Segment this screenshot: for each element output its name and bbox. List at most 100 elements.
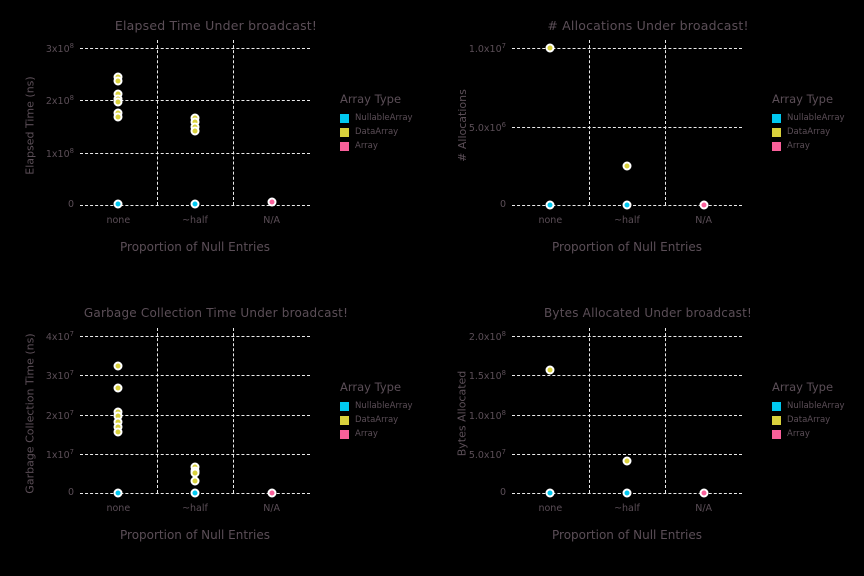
y-tick-label: 3x108 [45,42,74,56]
legend-item-label: Array [787,429,810,439]
legend-swatch-icon [340,429,349,439]
legend-swatch-icon [340,415,349,425]
data-point [113,76,123,86]
legend-item[interactable]: DataArray [772,415,845,425]
gridline-horizontal [80,375,310,377]
data-point [113,199,123,209]
legend-swatch-icon [340,401,349,411]
legend-swatch-icon [772,127,781,137]
legend-item[interactable]: Array [772,141,845,151]
data-point [545,43,555,53]
legend-item[interactable]: Array [340,141,413,151]
panel-num-allocations: # Allocations Under broadcast!# Allocati… [432,0,864,288]
data-point [267,197,277,207]
y-tick-label: 4x107 [45,330,74,344]
legend-item[interactable]: DataArray [340,127,413,137]
data-point [545,365,555,375]
data-point [113,383,123,393]
legend-item-label: Array [355,141,378,151]
panel-divider [588,40,590,205]
data-point [267,488,277,498]
data-point [190,476,200,486]
data-point [190,488,200,498]
panel-divider [233,328,235,493]
panel-elapsed-time: Elapsed Time Under broadcast!Elapsed Tim… [0,0,432,288]
chart-title: Garbage Collection Time Under broadcast! [83,306,349,320]
legend-title: Array Type [340,92,402,106]
panel-divider [665,40,667,205]
legend-item-label: DataArray [355,415,399,425]
x-tick-label: none [106,503,131,514]
gridline-horizontal [512,453,742,455]
chart-title: # Allocations Under broadcast! [547,18,749,33]
legend-title: Array Type [772,380,834,394]
y-tick-label: 5.0x106 [468,120,506,134]
legend-swatch-icon [772,113,781,123]
gridline-horizontal [512,126,742,128]
legend-title: Array Type [772,92,834,106]
x-axis-label: Proportion of Null Entries [552,528,702,542]
y-tick-label: 0 [67,199,74,210]
gridline-horizontal [512,336,742,337]
panel-bytes-allocated: Bytes Allocated Under broadcast!Bytes Al… [432,288,864,576]
x-axis-label: Proportion of Null Entries [120,240,270,254]
x-axis-label: Proportion of Null Entries [552,240,702,254]
x-tick-label: ~half [614,503,640,514]
gridline-horizontal [512,375,742,377]
x-tick-label: none [538,215,563,226]
legend-swatch-icon [772,141,781,151]
x-axis-label: Proportion of Null Entries [120,528,270,542]
legend-item[interactable]: NullableArray [340,113,413,123]
legend-item-label: NullableArray [355,401,413,411]
y-tick-label: 0 [499,487,506,498]
gridline-horizontal [512,48,742,49]
data-point [622,488,632,498]
legend-item[interactable]: Array [772,429,845,439]
y-tick-label: 1.0x108 [468,408,506,422]
chart-title: Elapsed Time Under broadcast! [114,18,318,33]
x-tick-label: N/A [695,503,713,514]
data-point [545,488,555,498]
legend-item[interactable]: NullableArray [772,401,845,411]
legend-item-label: DataArray [355,127,399,137]
legend-item[interactable]: NullableArray [772,113,845,123]
y-tick-label: 1x108 [45,146,74,160]
data-point [113,97,123,107]
legend-item[interactable]: Array [340,429,413,439]
data-point [699,488,709,498]
legend-item[interactable]: NullableArray [340,401,413,411]
x-tick-label: N/A [263,215,281,226]
legend-swatch-icon [340,113,349,123]
legend-item-label: Array [355,429,378,439]
legend-item[interactable]: DataArray [772,127,845,137]
data-point [190,126,200,136]
legend-item-label: NullableArray [787,113,845,123]
legend-item-label: Array [787,141,810,151]
legend-swatch-icon [340,141,349,151]
panel-divider [233,40,235,205]
gridline-horizontal [512,414,742,416]
data-point [113,112,123,122]
data-point [113,488,123,498]
y-tick-label: 2.0x108 [468,330,506,344]
panel-divider [588,328,590,493]
gridline-horizontal [80,48,310,49]
y-tick-label: 0 [67,487,74,498]
x-tick-label: none [106,215,131,226]
legend-item-label: NullableArray [355,113,413,123]
x-tick-label: ~half [182,503,208,514]
data-point [622,200,632,210]
data-point [190,199,200,209]
legend-item[interactable]: DataArray [340,415,413,425]
chart-title: Bytes Allocated Under broadcast! [543,306,753,320]
data-point [113,427,123,437]
data-point [545,200,555,210]
legend-swatch-icon [772,401,781,411]
x-tick-label: N/A [263,503,281,514]
legend-item-label: DataArray [787,127,831,137]
gridline-horizontal [80,100,310,102]
